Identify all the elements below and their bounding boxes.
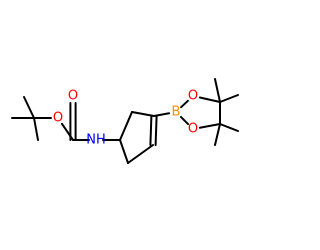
atom-label-o_bor1: O	[188, 89, 198, 104]
bond-c_ring4-c_ring5	[127, 144, 154, 164]
bond-c_pin1-c_pme2	[219, 94, 239, 103]
bond-c_ring3-b_boron	[153, 112, 171, 117]
atom-label-o_bor2: O	[188, 122, 198, 137]
bond-c_ring3-c_ring4-a	[149, 114, 153, 146]
bond-c_ring3-c_ring4-b	[154, 115, 158, 147]
bond-c_ring1-c_ring2	[119, 111, 133, 141]
atom-label-o_carbonyl: O	[68, 89, 78, 104]
bond-b_boron-o_bor1	[180, 99, 189, 109]
atom-label-b_boron: B	[172, 105, 181, 120]
bond-c_pin1-c_pme1	[214, 78, 221, 103]
bond-c_pin2-c_pme4	[214, 123, 221, 146]
atom-label-n_amide: NH	[86, 133, 106, 148]
bond-o_bor1-c_pin1	[198, 96, 221, 103]
bond-c_me2-c_quat	[23, 96, 35, 119]
bond-c_pin2-c_pme3	[219, 123, 239, 132]
bond-c_ring5-c_ring1	[119, 139, 129, 164]
bond-c_ring2-c_ring3	[131, 111, 155, 117]
bond-o_bor2-c_pin2	[198, 123, 221, 129]
bond-b_boron-o_bor2	[179, 115, 190, 126]
atom-label-o_ester: O	[53, 111, 63, 126]
bond-layer	[11, 78, 239, 164]
bond-c_me3-c_quat	[33, 117, 39, 141]
